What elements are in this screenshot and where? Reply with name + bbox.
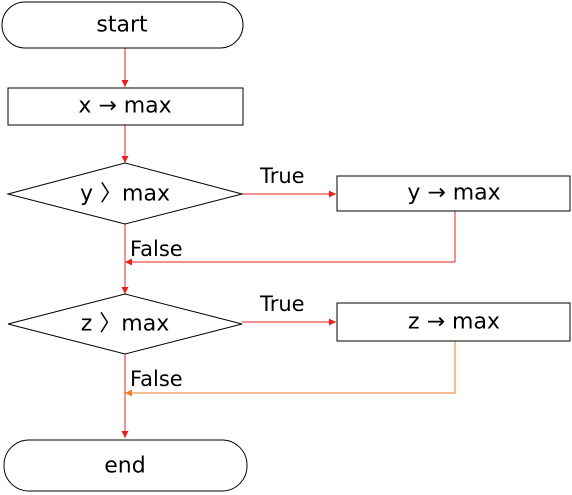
start-terminator [1,1,244,49]
end-label: end [104,454,145,479]
decision-z-label: z 〉max [81,312,169,337]
assign-y-box [336,175,571,212]
decision-z-false-label: False [130,367,183,391]
assign-z-label: z → max [408,310,500,335]
edge-assign-y-merge [125,211,456,266]
edge-assign-z-merge [125,341,456,397]
decision-y-label: y 〉max [80,182,170,207]
init-process-box [7,87,244,126]
decision-y-true-label: True [259,164,305,188]
start-label: start [96,13,148,38]
decision-z-true-label: True [259,292,305,316]
assign-z-box [336,302,571,342]
decision-y-false-label: False [130,237,183,261]
decision-z-diamond [7,293,243,355]
assign-y-label: y → max [407,181,500,206]
decision-y-diamond [6,162,244,225]
end-terminator [3,439,248,492]
init-process-label: x → max [78,94,171,119]
